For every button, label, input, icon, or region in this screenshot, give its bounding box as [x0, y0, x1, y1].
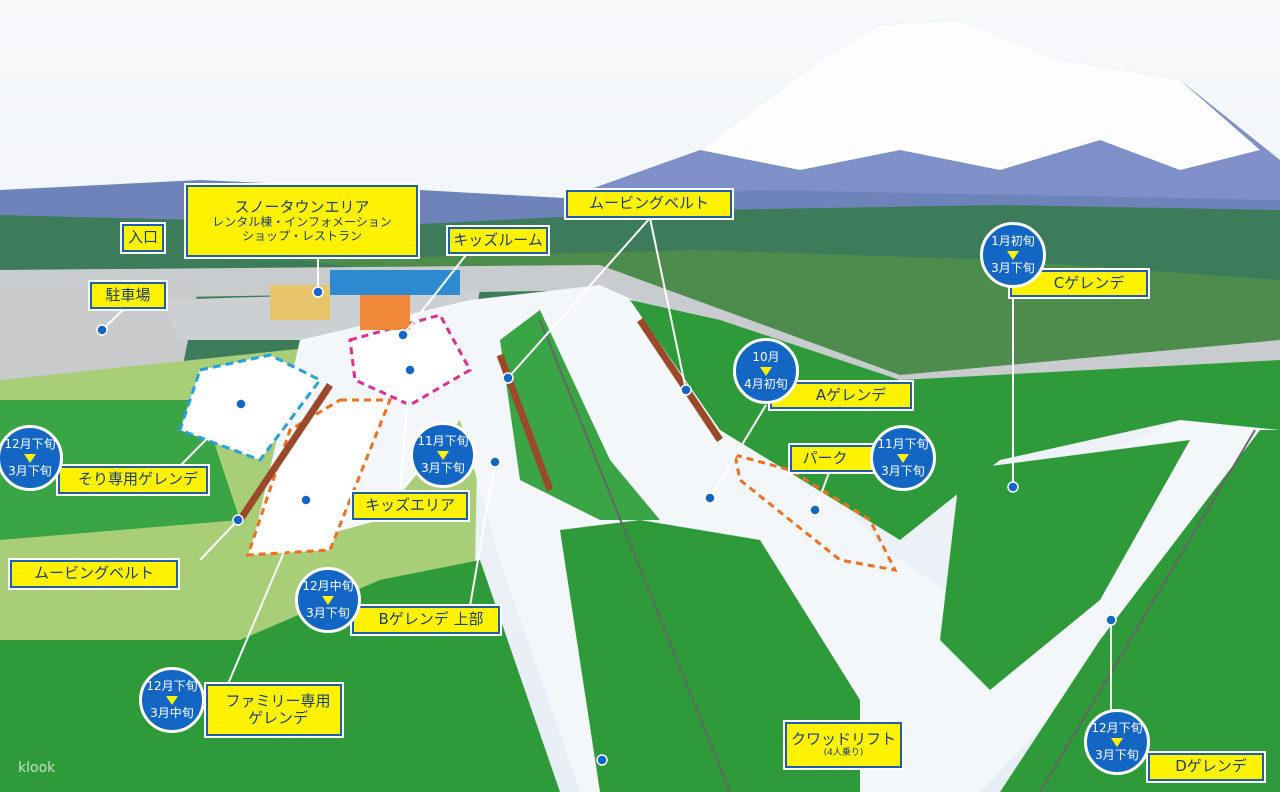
arrow-down-icon — [897, 453, 909, 463]
label-family-slope: ファミリー専用 ゲレンデ — [206, 684, 342, 736]
quad-lift-title: クワッドリフト — [790, 730, 896, 749]
season-badge-sled: 12月下旬 3月下旬 — [0, 425, 63, 491]
label-moving-belt-bottom: ムービングベルト — [10, 560, 178, 588]
open-date: 12月下旬 — [146, 679, 198, 694]
lifts — [539, 319, 1256, 792]
season-badge-c: 1月初旬 3月下旬 — [980, 222, 1046, 288]
park-boundary — [733, 452, 898, 573]
season-badge-kids-area: 11月下旬 3月下旬 — [410, 422, 476, 488]
label-kids-room: キッズルーム — [448, 227, 548, 254]
open-date: 11月下旬 — [877, 437, 929, 452]
label-entrance: 入口 — [122, 224, 164, 252]
season-badge-park: 11月下旬 3月下旬 — [870, 425, 936, 491]
arrow-down-icon — [24, 453, 36, 463]
close-date: 3月下旬 — [421, 460, 465, 475]
label-d-slope: Dゲレンデ — [1148, 753, 1264, 781]
watermark-logo: klook — [18, 760, 56, 776]
open-date: 10月 — [752, 350, 780, 365]
arrow-down-icon — [322, 595, 334, 605]
label-kids-area: キッズエリア — [352, 492, 468, 520]
open-date: 12月下旬 — [4, 437, 56, 452]
sled-area-boundary — [178, 353, 323, 462]
label-moving-belt-top: ムービングベルト — [566, 190, 732, 218]
snowtown-line1: レンタル棟・インフォメーション — [212, 214, 392, 229]
label-quad-lift: クワッドリフト (4人乗り) — [785, 722, 902, 768]
family-slope-line2: ゲレンデ — [247, 709, 308, 727]
season-badge-b: 12月中旬 3月下旬 — [295, 567, 361, 633]
open-date: 12月中旬 — [302, 579, 354, 594]
open-date: 12月下旬 — [1091, 721, 1143, 736]
arrow-down-icon — [1007, 250, 1019, 260]
arrow-down-icon — [437, 450, 449, 460]
season-badge-d: 12月下旬 3月下旬 — [1084, 709, 1150, 775]
close-date: 3月下旬 — [881, 463, 925, 478]
kids-area-boundary — [348, 313, 473, 407]
arrow-down-icon — [166, 695, 178, 705]
close-date: 3月下旬 — [8, 463, 52, 478]
label-parking: 駐車場 — [90, 282, 166, 309]
label-park: パーク — [790, 445, 874, 472]
season-badge-family: 12月下旬 3月中旬 — [139, 667, 205, 733]
close-date: 3月下旬 — [1095, 747, 1139, 762]
arrow-down-icon — [1111, 737, 1123, 747]
label-b-slope-upper: Bゲレンデ 上部 — [352, 606, 500, 634]
leader-lines — [101, 217, 1112, 710]
snowtown-line2: ショップ・レストラン — [241, 228, 362, 243]
close-date: 3月下旬 — [991, 260, 1035, 275]
label-snowtown-area: スノータウンエリア レンタル棟・インフォメーション ショップ・レストラン — [186, 185, 418, 257]
arrow-down-icon — [760, 366, 772, 376]
close-date: 3月中旬 — [150, 705, 194, 720]
buildings — [270, 270, 460, 330]
family-slope-line1: ファミリー専用 — [225, 691, 331, 710]
open-date: 1月初旬 — [991, 234, 1035, 249]
quad-lift-sub: (4人乗り) — [823, 748, 864, 759]
family-area-boundary — [245, 398, 393, 557]
close-date: 3月下旬 — [306, 605, 350, 620]
snowtown-title: スノータウンエリア — [234, 197, 370, 216]
close-date: 4月初旬 — [744, 376, 788, 391]
label-sled-slope: そり専用ゲレンデ — [58, 466, 208, 494]
open-date: 11月下旬 — [417, 434, 469, 449]
season-badge-a: 10月 4月初旬 — [733, 338, 799, 404]
